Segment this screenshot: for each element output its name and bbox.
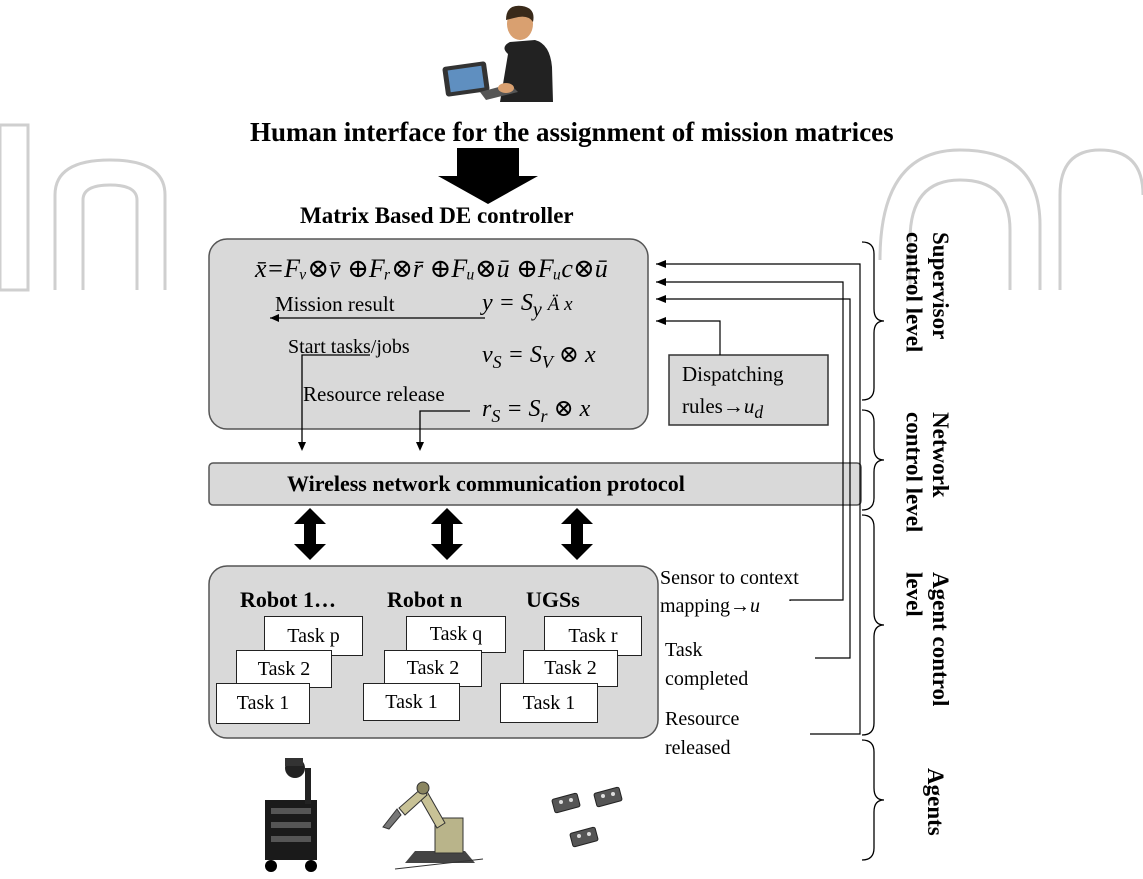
state-equation: x̄=Fᵥ⊗v̄ ⊕Fᵣ⊗r̄ ⊕Fᵤ⊗ū ⊕Fᵤc⊗ū xyxy=(255,254,608,283)
release-equation: rS = Sr ⊗ x xyxy=(482,396,591,426)
agent-level-label: Agent control level xyxy=(901,572,953,707)
completed-label-2: completed xyxy=(665,668,749,690)
resource-release-label: Resource release xyxy=(303,382,445,406)
mission-result-label: Mission result xyxy=(275,292,395,316)
ugs-sensors-icon xyxy=(551,786,623,848)
group-robot-n: Robot n xyxy=(387,587,463,612)
sensor-label-2: mapping→u xyxy=(660,595,760,617)
supervisor-level-label: Supervisor control level xyxy=(901,232,953,353)
interface-label: Human interface for the assignment of mi… xyxy=(250,117,894,147)
task-card: Task r xyxy=(544,616,642,656)
task-card: Task 2 xyxy=(384,650,482,687)
task-card: Task 2 xyxy=(236,650,332,688)
task-card: Task 1 xyxy=(500,683,598,723)
human-user-icon xyxy=(442,5,553,102)
output-equation: y = Sy Ä x xyxy=(482,290,573,321)
released-label-2: released xyxy=(665,737,731,759)
dispatching-label-2: rules→ud xyxy=(682,394,764,423)
task-card: Task 1 xyxy=(363,683,460,721)
network-level-label: Network control level xyxy=(901,412,953,533)
protocol-label: Wireless network communication protocol xyxy=(287,471,685,496)
task-card: Task 1 xyxy=(216,683,310,724)
sensor-label-1: Sensor to context xyxy=(660,567,799,589)
start-tasks-label: Start tasks/jobs xyxy=(288,336,410,358)
agents-label: Agents xyxy=(923,768,948,836)
mobile-robot-icon xyxy=(265,758,317,872)
dispatching-label-1: Dispatching xyxy=(682,362,784,386)
start-equation: vS = SV ⊗ x xyxy=(482,342,596,372)
completed-label-1: Task xyxy=(665,639,703,661)
controller-title: Matrix Based DE controller xyxy=(300,203,574,228)
robot-arm-icon xyxy=(382,781,484,870)
task-card: Task q xyxy=(406,616,506,653)
task-card: Task 2 xyxy=(523,650,618,687)
group-robot-1: Robot 1… xyxy=(240,587,336,612)
released-label-1: Resource xyxy=(665,708,740,730)
group-ugss: UGSs xyxy=(526,587,580,612)
